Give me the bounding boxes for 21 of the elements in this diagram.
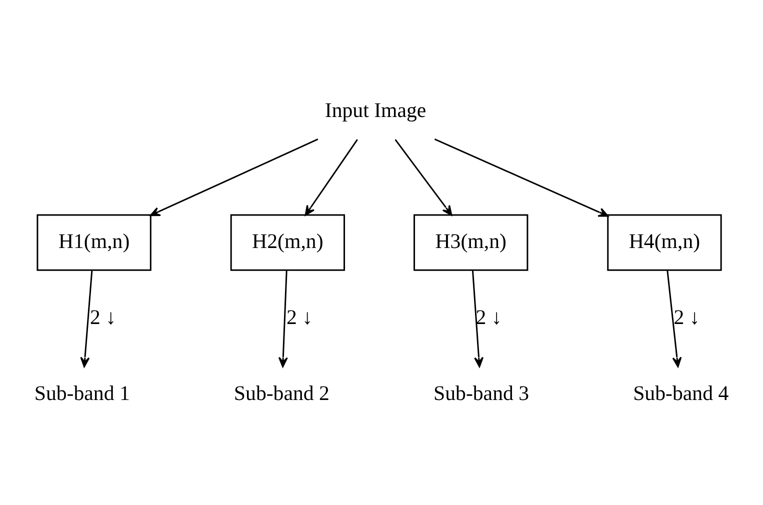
node-text: Sub-band 2 xyxy=(234,380,330,404)
arrow xyxy=(472,270,484,367)
edge-label: 2 ↓ xyxy=(674,304,700,329)
node-box: H1(m,n) xyxy=(36,214,152,270)
edge-label: 2 ↓ xyxy=(286,304,313,329)
node-text: Input Image xyxy=(324,98,426,122)
node-text: Sub-band 4 xyxy=(633,380,729,404)
node-box: H3(m,n) xyxy=(414,214,528,270)
arrow xyxy=(666,270,682,367)
node-box: H4(m,n) xyxy=(607,214,722,270)
arrow xyxy=(150,138,318,216)
node-text: Sub-band 3 xyxy=(434,380,530,404)
arrow xyxy=(304,138,358,216)
arrow xyxy=(278,270,288,367)
arrow xyxy=(434,138,609,216)
arrow xyxy=(394,138,452,216)
arrow xyxy=(80,270,93,367)
edge-label: 2 ↓ xyxy=(90,304,116,329)
node-text: Sub-band 1 xyxy=(34,380,130,404)
node-box: H2(m,n) xyxy=(230,214,345,270)
edge-label: 2 ↓ xyxy=(476,304,502,329)
